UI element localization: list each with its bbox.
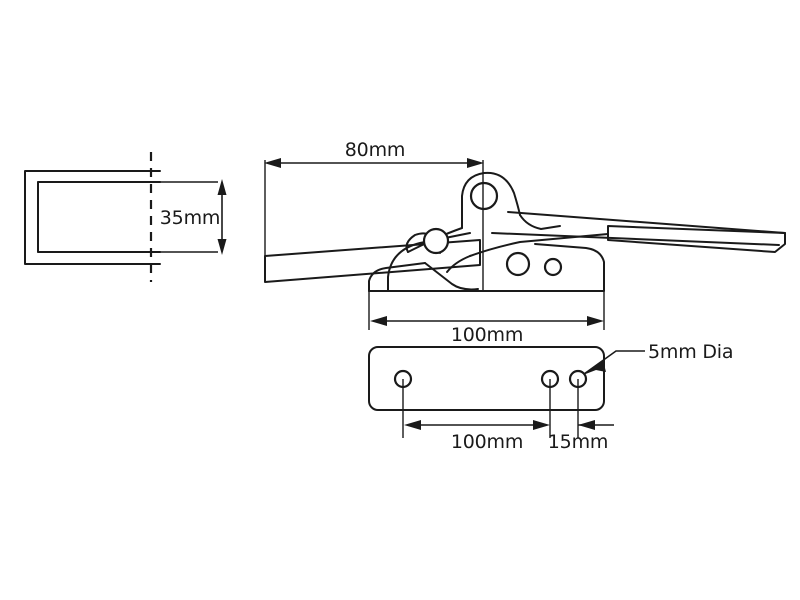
dim-80-label: 80mm	[345, 139, 405, 161]
dim-100holes-arrow-right	[533, 420, 550, 430]
callout-5mm-dia: 5mm Dia	[583, 341, 733, 375]
dim-15-arrow	[578, 420, 595, 430]
channel-outer-outline	[24, 170, 161, 265]
clamp-base-outline	[368, 243, 605, 292]
base-plate-view	[368, 346, 605, 438]
cam-pivot-hole	[469, 181, 499, 211]
handle-mid-edge	[491, 232, 780, 246]
dia-leader-arrow	[583, 360, 606, 375]
dim-80-arrow-right	[467, 158, 484, 168]
base-pivot-hole-large	[505, 251, 531, 277]
dim-100holes-arrow-left	[404, 420, 421, 430]
dimension-80mm: 80mm	[264, 139, 484, 290]
dimension-15mm: 15mm	[548, 420, 614, 453]
handle-root-curve	[446, 255, 471, 273]
dim-15-label: 15mm	[548, 431, 608, 453]
dimension-100mm-holes: 100mm	[404, 420, 550, 453]
dim-100base-arrow-right	[587, 316, 604, 326]
side-profile-view	[24, 152, 218, 282]
dim-80-arrow-left	[264, 158, 281, 168]
dimension-35mm: 35mm	[160, 179, 227, 255]
dia-label: 5mm Dia	[648, 341, 733, 363]
clamp-assembly-view	[264, 171, 786, 292]
handle-lower-edge	[469, 233, 609, 257]
clamp-base-top-left-edge	[368, 262, 426, 292]
cam-head-outline	[461, 171, 521, 229]
handle-top-edge	[507, 211, 786, 234]
dim-35-label: 35mm	[160, 207, 220, 229]
base-plate-outline	[368, 346, 605, 411]
dim-100base-arrow-left	[370, 316, 387, 326]
catch-strap-bar	[264, 239, 481, 283]
dim-100holes-label: 100mm	[451, 431, 523, 453]
clamp-body-upper-left	[387, 232, 471, 292]
dim-100base-label: 100mm	[451, 324, 523, 346]
dimension-100mm-base: 100mm	[368, 291, 605, 346]
base-pivot-hole-small	[543, 257, 563, 277]
clamp-saddle-curve	[424, 262, 479, 291]
cam-head-right-shoulder	[519, 214, 561, 230]
dim-35-arrow-up	[217, 179, 227, 195]
dim-35-arrow-down	[217, 239, 227, 255]
link-pivot-hole	[422, 227, 450, 255]
handle-bar-profile	[607, 225, 786, 253]
